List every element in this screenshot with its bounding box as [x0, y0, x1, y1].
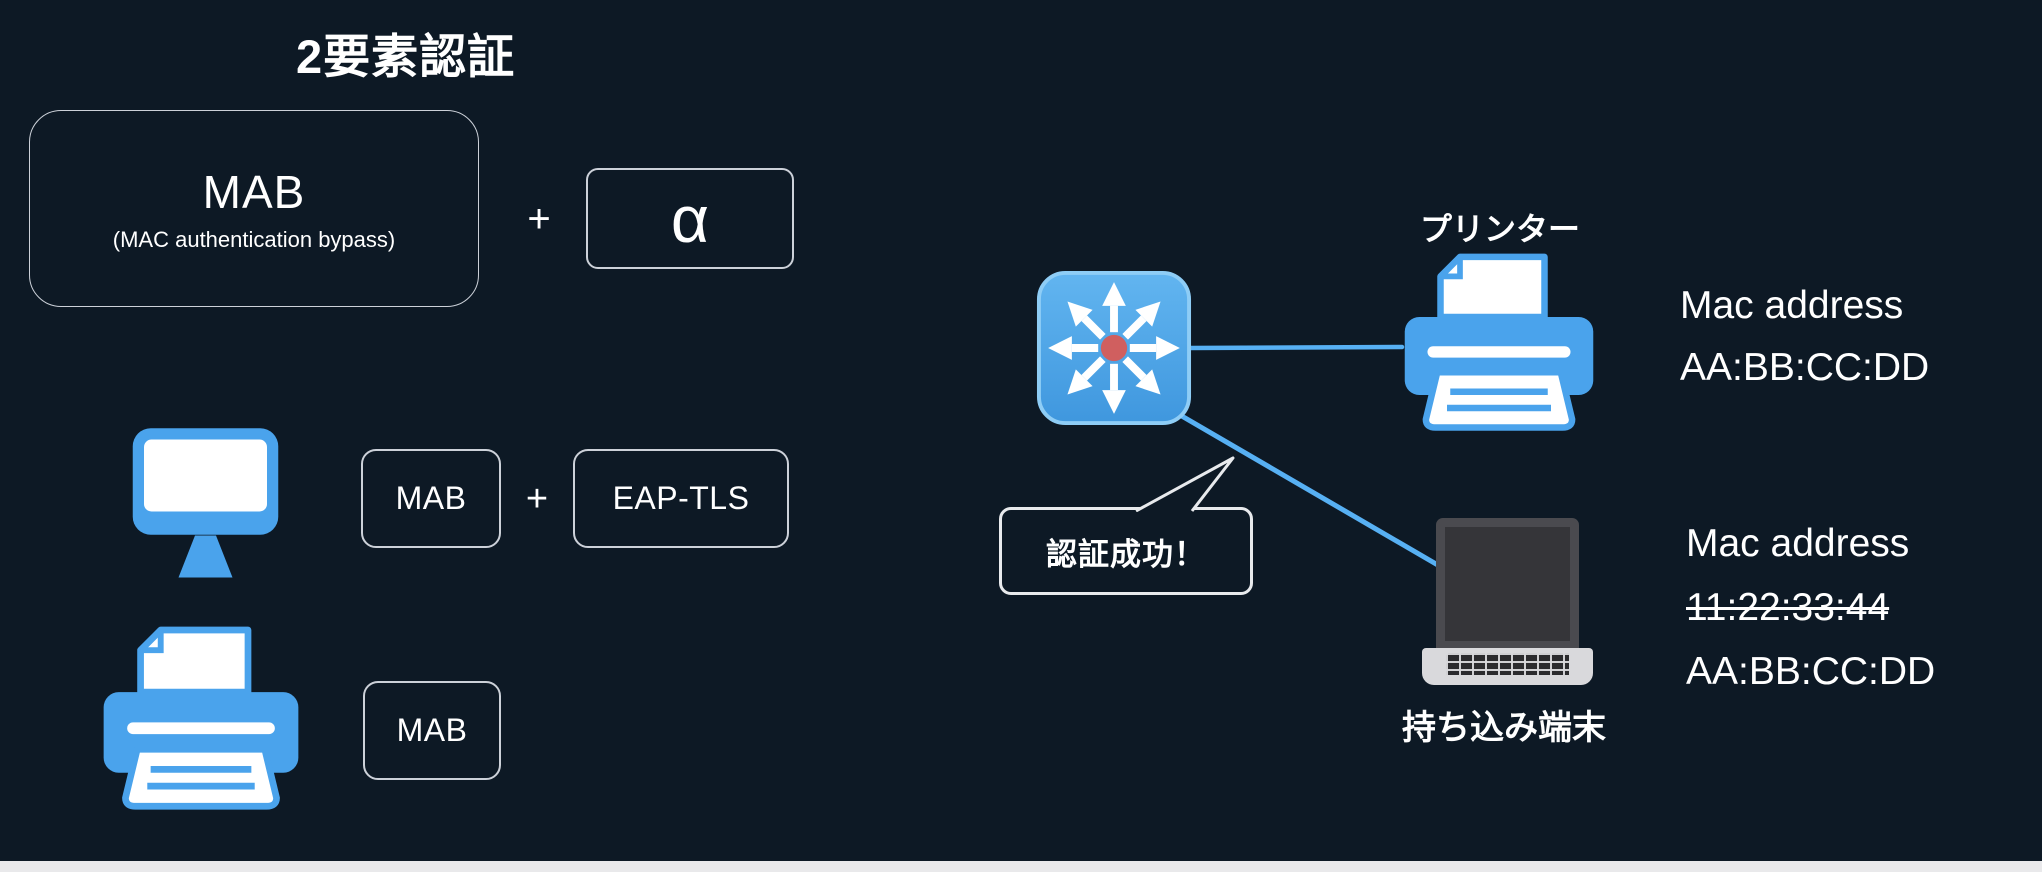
laptop-screen [1436, 518, 1579, 648]
alpha-label: α [670, 181, 710, 256]
laptop-keyboard [1446, 653, 1569, 675]
laptop-mac-new: AA:BB:CC:DD [1686, 650, 1936, 693]
link-switch-to-laptop [1165, 405, 1482, 592]
laptop-label: 持ち込み端末 [1402, 709, 1606, 747]
mab-card: MAB (MAC authentication bypass) [29, 110, 479, 307]
printer-mac-address: Mac address AA:BB:CC:DD [1680, 275, 1929, 399]
laptop-base [1422, 648, 1593, 685]
laptop-mac-address: Mac address 11:22:33:44 AA:BB:CC:DD [1686, 512, 1935, 704]
alpha-card: α [586, 168, 794, 269]
printer-mac-line1: Mac address [1680, 284, 1904, 327]
laptop-mac-old: 11:22:33:44 [1686, 586, 1890, 629]
badge-mab-pc: MAB [361, 449, 501, 548]
laptop-display [1445, 527, 1570, 641]
printer-icon [1396, 252, 1602, 434]
mab-card-subtitle: (MAC authentication bypass) [112, 226, 396, 252]
speech-bubble-text: 認証成功！ [1046, 536, 1206, 572]
page-title: 2要素認証 [296, 30, 516, 83]
plus-operator-pc-row: + [525, 477, 549, 520]
printer-label: プリンター [1419, 211, 1580, 247]
link-switch-to-printer [1187, 344, 1405, 351]
printer-icon [100, 625, 302, 813]
badge-mab-printer: MAB [363, 681, 501, 780]
plus-operator-top: + [527, 196, 551, 241]
printer-mac-line2: AA:BB:CC:DD [1680, 346, 1930, 389]
badge-eap-tls: EAP-TLS [573, 449, 789, 548]
speech-bubble-tail [1135, 456, 1235, 512]
mab-card-title: MAB [202, 165, 306, 218]
bottom-edge [0, 861, 2042, 872]
network-switch-icon [1035, 269, 1193, 427]
pc-monitor-icon [130, 426, 281, 582]
laptop-icon [1422, 518, 1593, 685]
speech-bubble: 認証成功！ [999, 507, 1253, 595]
laptop-mac-line1: Mac address [1686, 522, 1910, 565]
